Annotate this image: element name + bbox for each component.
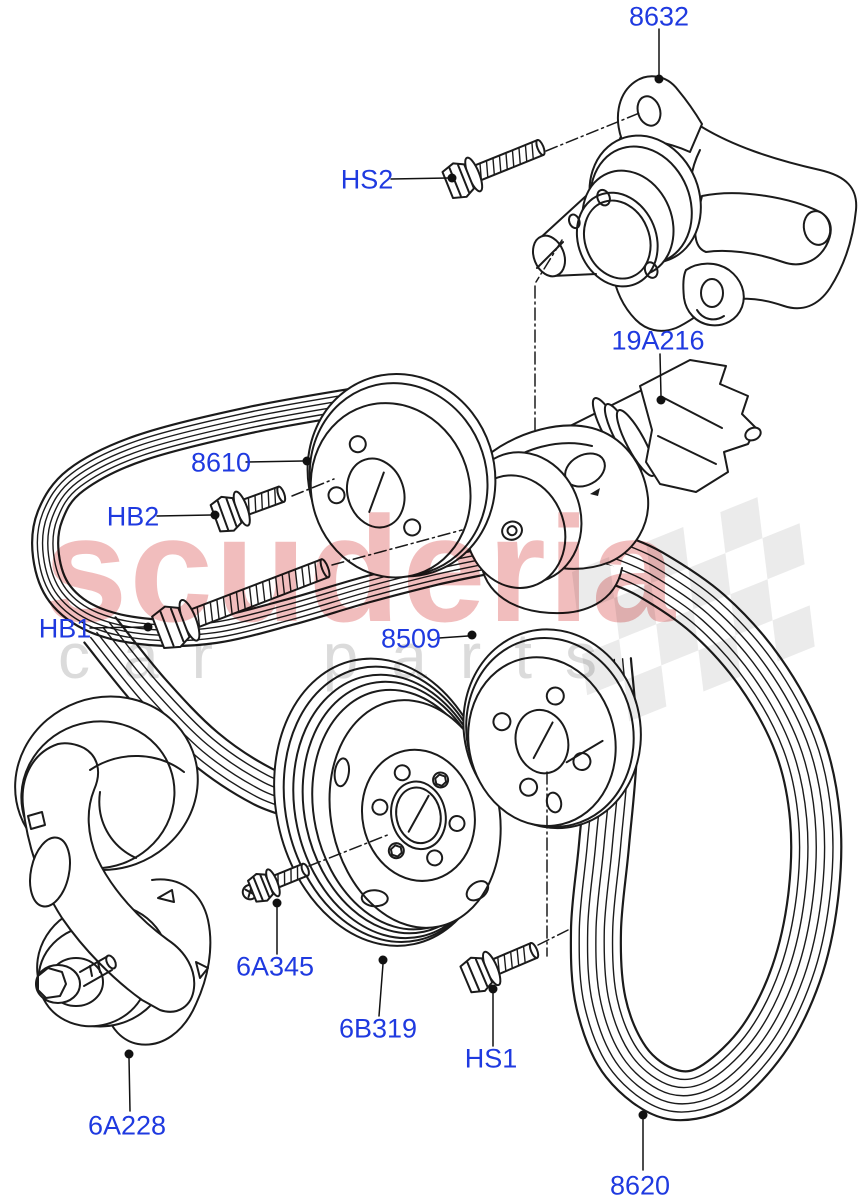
fasteners (151, 139, 546, 994)
leader-lines (89, 28, 666, 1171)
part-label-8509[interactable]: 8509 (380, 623, 442, 654)
bolt (459, 942, 540, 994)
water-pump-8632 (532, 75, 858, 332)
tensioner-6a228 (14, 695, 212, 1046)
belt-left-run (31, 386, 486, 648)
bolt (441, 139, 546, 199)
bolt (151, 558, 331, 650)
part-label-HB1[interactable]: HB1 (38, 613, 92, 644)
part-label-8632[interactable]: 8632 (628, 1, 690, 32)
belt-8620 (569, 531, 843, 1122)
part-label-6A345[interactable]: 6A345 (235, 951, 315, 982)
part-label-HS2[interactable]: HS2 (340, 164, 394, 195)
part-label-8610[interactable]: 8610 (190, 447, 252, 478)
part-label-HS1[interactable]: HS1 (464, 1043, 518, 1074)
part-label-8620[interactable]: 8620 (609, 1170, 671, 1200)
centerlines (291, 111, 643, 957)
part-label-19A216[interactable]: 19A216 (611, 325, 705, 356)
pulley-8610 (306, 373, 497, 579)
bolt (209, 485, 287, 533)
part-label-6A228[interactable]: 6A228 (87, 1110, 167, 1141)
part-label-6B319[interactable]: 6B319 (338, 1013, 418, 1044)
part-label-HB2[interactable]: HB2 (106, 501, 160, 532)
bolt (241, 862, 310, 903)
crankshaft-pulley-6b319 (273, 657, 502, 947)
